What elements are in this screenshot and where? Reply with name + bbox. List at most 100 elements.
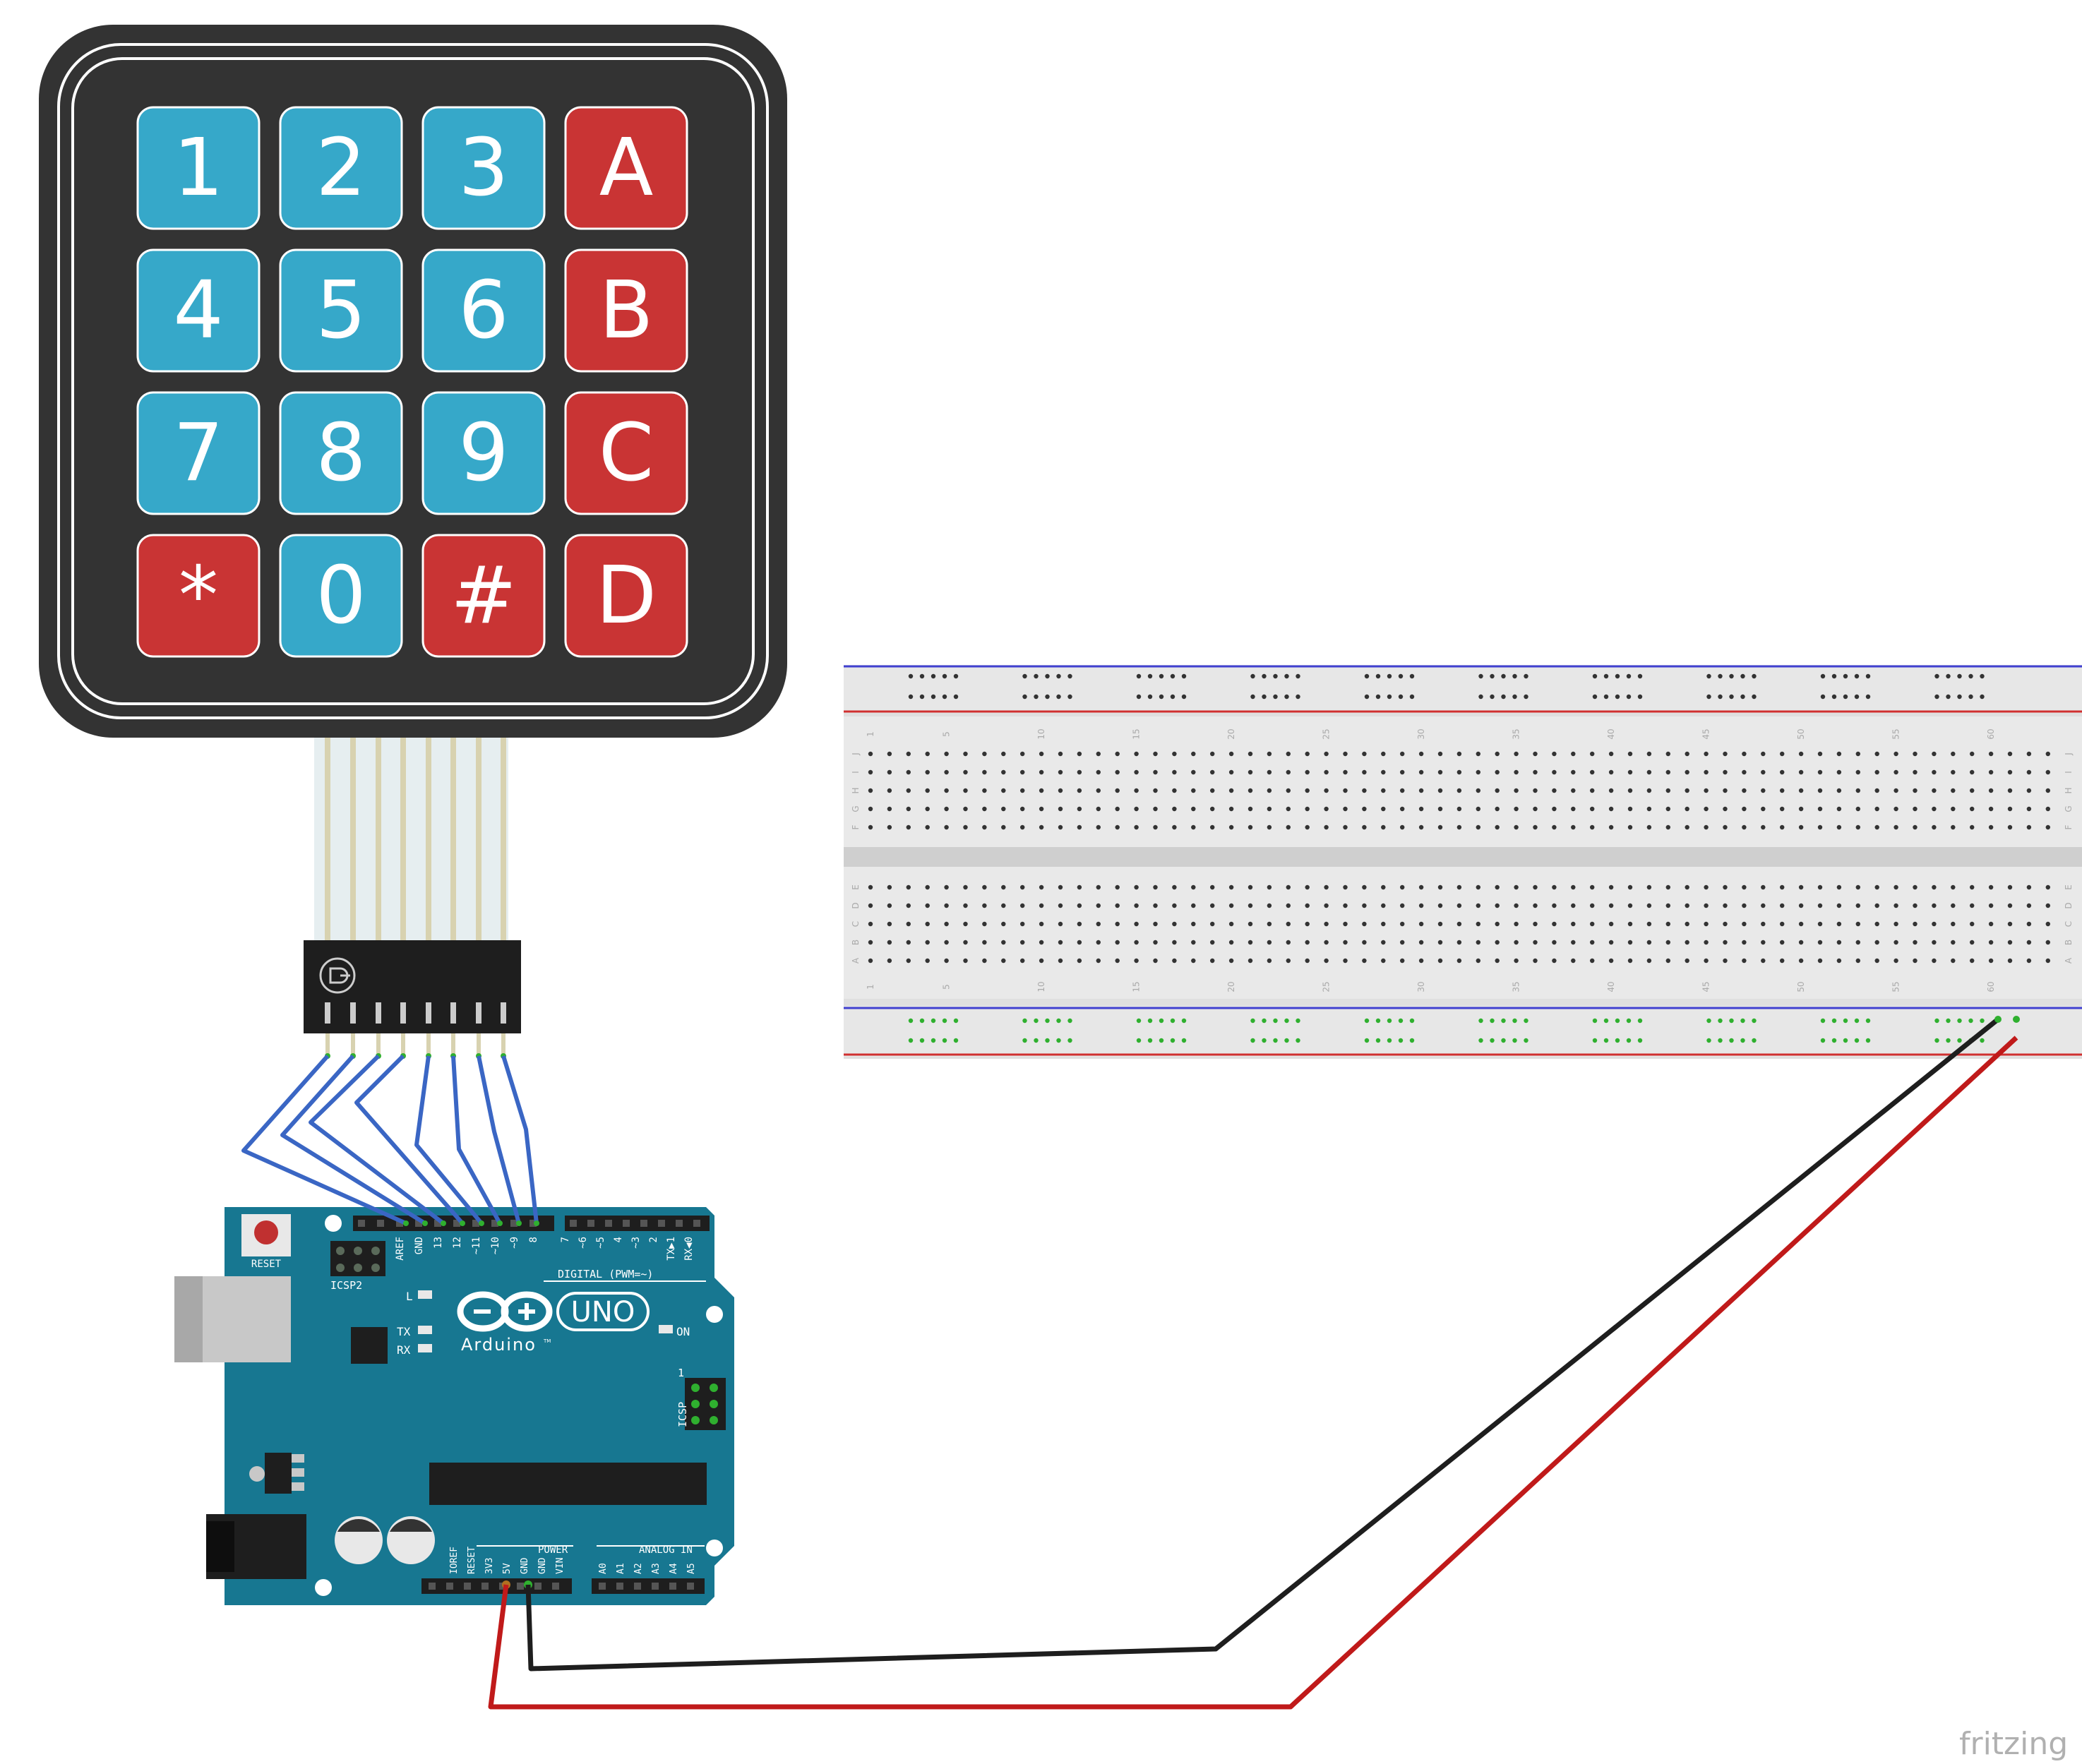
keypad-key[interactable]: B	[564, 248, 688, 373]
terminal-top-half	[844, 716, 2082, 847]
rail-hole	[1262, 1018, 1267, 1024]
breadboard-hole	[1704, 769, 1709, 775]
breadboard-hole	[1210, 824, 1215, 830]
rail-hole	[1056, 694, 1061, 700]
keypad-key[interactable]: #	[421, 534, 546, 658]
breadboard-hole	[1988, 958, 1994, 964]
rail-hole	[1056, 1038, 1061, 1043]
breadboard-hole	[1210, 806, 1215, 812]
keypad-key[interactable]: D	[564, 534, 688, 658]
icsp2-pin	[354, 1247, 362, 1255]
rail-hole	[1273, 673, 1278, 679]
keypad-key[interactable]: 7	[136, 391, 261, 515]
breadboard-hole	[868, 921, 873, 927]
breadboard-hole	[1913, 824, 1918, 830]
breadboard-hole	[1381, 806, 1386, 812]
breadboard-hole	[1780, 824, 1785, 830]
breadboard-hole	[1742, 788, 1747, 793]
breadboard-hole	[1437, 769, 1443, 775]
breadboard-hole	[2045, 806, 2050, 812]
breadboard-hole	[2045, 824, 2050, 830]
keypad-key[interactable]: 5	[279, 248, 403, 373]
breadboard-hole	[1893, 806, 1898, 812]
breadboard-hole	[1153, 958, 1158, 964]
led-tx-label: TX	[397, 1325, 411, 1338]
breadboard-hole	[1951, 921, 1956, 927]
breadboard-hole	[1228, 903, 1234, 908]
keypad-key[interactable]: 1	[136, 106, 261, 230]
row-letter: G	[2064, 805, 2074, 812]
keypad-key[interactable]: 4	[136, 248, 261, 373]
breadboard-hole	[1571, 884, 1576, 890]
breadboard-hole	[1723, 958, 1728, 964]
ribbon-trace	[350, 738, 356, 944]
breadboard-hole	[1362, 940, 1367, 945]
breadboard-hole	[1267, 751, 1272, 757]
breadboard-hole	[963, 769, 968, 775]
breadboard-hole	[925, 824, 930, 830]
rail-hole	[1592, 1018, 1598, 1024]
keypad-key[interactable]: 6	[421, 248, 546, 373]
column-number: 35	[1512, 728, 1521, 739]
keypad-key[interactable]: 3	[421, 106, 546, 230]
breadboard-hole	[963, 788, 968, 793]
breadboard-hole	[1115, 921, 1120, 927]
breadboard-hole	[1210, 903, 1215, 908]
capacitor-band	[390, 1518, 432, 1532]
reset-button[interactable]	[254, 1220, 278, 1244]
breadboard-hole	[1153, 751, 1158, 757]
rail-hole	[1603, 1038, 1609, 1043]
keypad-key[interactable]: 8	[279, 391, 403, 515]
keypad-key[interactable]: 0	[279, 534, 403, 658]
breadboard-hole	[1932, 751, 1937, 757]
connector-pin-lead	[351, 1033, 355, 1056]
breadboard-hole	[1096, 788, 1101, 793]
rail-hole	[1364, 694, 1370, 700]
breadboard-hole	[1855, 903, 1860, 908]
breadboard-hole	[1058, 751, 1063, 757]
breadboard-hole	[1305, 940, 1310, 945]
breadboard-hole	[868, 751, 873, 757]
breadboard-hole	[906, 769, 911, 775]
breadboard-hole	[1324, 940, 1329, 945]
breadboard-hole	[1020, 903, 1025, 908]
breadboard-hole	[1723, 769, 1728, 775]
breadboard-hole	[1400, 940, 1405, 945]
breadboard-hole	[1608, 958, 1614, 964]
breadboard-hole	[1191, 921, 1196, 927]
header-pin	[434, 1220, 441, 1227]
breadboard-hole	[1970, 921, 1975, 927]
rail-hole	[1524, 1038, 1528, 1043]
icsp-pin	[691, 1416, 700, 1424]
rail-hole	[1980, 694, 1985, 700]
breadboard-hole	[1988, 884, 1994, 890]
breadboard-hole	[1362, 921, 1367, 927]
breadboard-hole	[1836, 751, 1842, 757]
analog-pin-label: A0	[598, 1563, 609, 1574]
breadboard-hole	[1608, 806, 1614, 812]
breadboard-hole	[1476, 958, 1480, 964]
breadboard-hole	[1381, 921, 1386, 927]
breadboard-hole	[1646, 751, 1652, 757]
keypad-key[interactable]: C	[564, 391, 688, 515]
keypad-key[interactable]: 9	[421, 391, 546, 515]
breadboard-hole	[1970, 769, 1975, 775]
keypad-wire	[241, 1055, 407, 1225]
header-pin	[687, 1583, 694, 1590]
breadboard-hole	[1476, 769, 1480, 775]
breadboard-hole	[1077, 751, 1082, 757]
breadboard-hole	[1228, 806, 1234, 812]
breadboard-hole	[1096, 806, 1101, 812]
rail-hole	[1854, 1038, 1860, 1043]
column-number: 45	[1701, 981, 1711, 992]
breadboard-hole	[1020, 824, 1025, 830]
rail-hole	[1375, 1018, 1381, 1024]
keypad-key[interactable]: *	[136, 534, 261, 658]
breadboard-hole	[1153, 788, 1158, 793]
breadboard-hole	[906, 788, 911, 793]
keypad-key[interactable]: A	[564, 106, 688, 230]
breadboard-hole	[906, 958, 911, 964]
keypad-key[interactable]: 2	[279, 106, 403, 230]
breadboard-hole	[925, 769, 930, 775]
breadboard-hole	[1855, 921, 1860, 927]
